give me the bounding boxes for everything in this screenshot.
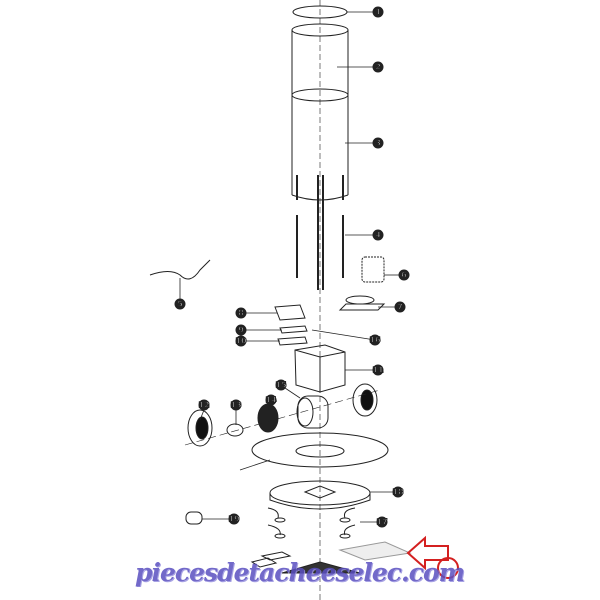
svg-text:11: 11	[372, 366, 384, 375]
callout-10: 10	[235, 335, 247, 347]
duct-adapter	[338, 295, 386, 311]
highlight-arrow-icon	[406, 535, 459, 579]
callout-13: 13	[230, 399, 242, 411]
hood-plate	[251, 432, 389, 468]
svg-text:18: 18	[392, 488, 404, 497]
motor-plate-right	[352, 383, 378, 417]
callouts: 1 2 3 4 5 6 7 8 9 10 11 12 13 14 15 16 1…	[174, 6, 410, 528]
callout-16: 16	[369, 334, 381, 346]
svg-text:1: 1	[375, 8, 381, 17]
watermark: piecesdetacheeselec.com	[135, 558, 465, 587]
svg-text:17: 17	[376, 518, 387, 527]
callout-18: 18	[392, 486, 404, 498]
callout-6: 6	[398, 269, 410, 281]
svg-text:15: 15	[275, 381, 287, 390]
callout-4: 4	[372, 229, 384, 241]
callout-5: 5	[174, 298, 186, 310]
fan-scroll	[296, 395, 329, 429]
callout-8: 8	[235, 307, 247, 319]
motor-housing	[294, 344, 346, 393]
callout-15: 15	[275, 379, 287, 391]
callout-14: 14	[265, 394, 277, 406]
control-brackets	[250, 551, 292, 568]
motor-plate-left	[187, 409, 213, 447]
svg-text:10: 10	[235, 337, 247, 346]
svg-text:9: 9	[238, 326, 244, 335]
chimney-brackets	[296, 175, 344, 290]
callout-3: 3	[372, 137, 384, 149]
motor	[226, 423, 244, 437]
cover-plate	[277, 336, 308, 346]
callout-19: 19	[228, 513, 240, 525]
svg-text:8: 8	[238, 309, 244, 318]
svg-text:4: 4	[375, 231, 381, 240]
svg-text:12: 12	[198, 401, 209, 410]
grease-filter	[338, 541, 412, 561]
plug	[185, 511, 203, 525]
lower-chimney	[291, 88, 349, 102]
svg-text:6: 6	[401, 271, 407, 280]
lamps	[267, 507, 356, 539]
callout-1: 1	[372, 6, 384, 18]
svg-text:19: 19	[228, 515, 240, 524]
callout-17: 17	[376, 516, 388, 528]
power-cable	[149, 259, 211, 280]
svg-text:16: 16	[369, 336, 381, 345]
callout-12: 12	[198, 399, 210, 411]
electronics-box	[274, 304, 306, 321]
hood-body	[269, 480, 371, 510]
svg-text:5: 5	[177, 300, 183, 309]
callout-11: 11	[372, 364, 384, 376]
bottom-glass	[281, 561, 361, 574]
callout-9: 9	[235, 324, 247, 336]
control-board	[279, 325, 308, 334]
leader-lines	[179, 11, 399, 523]
svg-text:7: 7	[397, 303, 403, 312]
svg-text:13: 13	[230, 401, 241, 410]
svg-text:3: 3	[375, 139, 381, 148]
svg-text:2: 2	[375, 63, 381, 72]
flex-duct	[361, 256, 385, 283]
svg-text:14: 14	[265, 396, 277, 405]
fan-wheel	[257, 403, 279, 433]
callout-7: 7	[394, 301, 406, 313]
callout-2: 2	[372, 61, 384, 73]
